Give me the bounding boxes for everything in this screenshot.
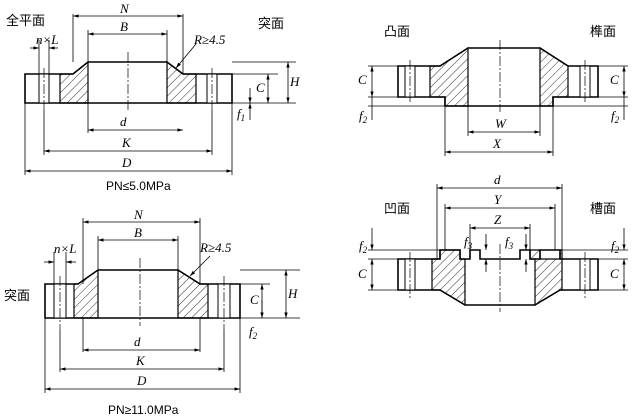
label-f2b-br: f2 [611,238,620,255]
label-Z: Z [494,212,502,227]
label-H-2: H [287,286,298,301]
face-male-label: 凸面 [384,25,410,40]
label-N-2: N [133,207,144,222]
label-C2-br: C [610,266,619,281]
label-X: X [492,136,502,151]
label-R: R≥4.5 [193,32,226,47]
hatch-left-section [59,60,89,104]
label-Y: Y [494,192,503,207]
label-f3: f3 [464,234,473,251]
bottom-left-flange: 突面 N B n×L R≥4.5 C H f2 d K [4,207,300,417]
hatch-tr-left [429,46,469,107]
label-nL: n×L [36,32,59,47]
label-f2b-tr: f2 [611,108,620,125]
label-C-br: C [358,266,367,281]
label-C2-tr: C [610,72,619,87]
label-H: H [289,74,300,89]
label-f2-bl: f2 [249,324,258,341]
label-R-2: R≥4.5 [199,240,232,255]
leader-R [175,43,197,69]
hatch-left-section-2 [73,268,99,319]
face-raised-label: 突面 [258,16,284,32]
hatch-br-left [431,249,466,307]
label-d-2: d [134,334,141,349]
label-d: d [120,114,127,129]
face-female-label: 凹面 [384,202,410,217]
label-nL-2: n×L [54,241,77,256]
hatch-br-right [529,249,563,307]
flange-body-left [24,61,233,104]
hatch-right-section-2 [177,268,209,319]
label-K: K [121,135,132,150]
face-full-label: 全平面 [6,13,45,29]
label-f1: f1 [237,106,245,123]
flange-body-br [397,249,599,306]
label-f2-br: f2 [359,238,368,255]
label-W: W [495,116,507,131]
label-C-2: C [250,292,259,307]
caption-pn-11: PN≥11.0MPa [108,403,179,417]
face-groove-label: 槽面 [590,202,616,217]
label-C-tr: C [358,72,367,87]
label-f2-tr: f2 [359,108,368,125]
label-f3b: f3 [505,234,514,251]
face-raised-label-2: 突面 [4,288,30,304]
label-N: N [119,1,130,16]
hatch-right-section [166,60,197,104]
label-K-2: K [135,353,146,368]
label-B-2: B [134,225,142,240]
label-D-2: D [136,373,147,388]
label-D: D [121,155,132,170]
face-tongue-label: 榫面 [590,25,616,40]
caption-pn-5: PN≤5.0MPa [106,179,171,193]
hatch-tr-right [539,46,569,107]
top-left-flange: 全平面 突面 N B n×L R≥4.5 C H f1 [6,1,300,193]
label-B: B [120,19,128,34]
top-right-flange: 凸面 榫面 C f2 C f2 W X [358,25,628,156]
bottom-right-flange: 凹面 槽面 d Y Z f3 f3 f2 C f2 [358,172,628,312]
label-C: C [256,80,265,95]
label-d-br: d [494,172,501,187]
